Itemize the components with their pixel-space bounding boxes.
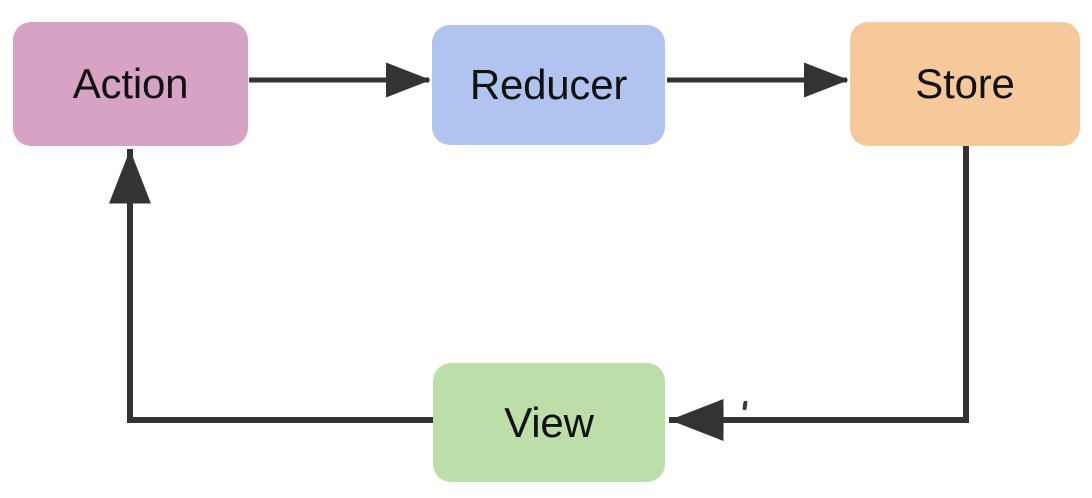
node-reducer[interactable]: Reducer [432, 25, 665, 145]
node-store[interactable]: Store [850, 22, 1080, 146]
edge-store-to-view [669, 143, 969, 441]
node-view-label: View [504, 398, 594, 446]
edge-view-to-action [109, 149, 435, 423]
node-reducer-label: Reducer [469, 61, 628, 108]
node-view[interactable]: View [433, 363, 665, 482]
node-action[interactable]: Action [13, 22, 248, 146]
node-store-label: Store [915, 60, 1015, 107]
node-action-label: Action [72, 60, 189, 107]
